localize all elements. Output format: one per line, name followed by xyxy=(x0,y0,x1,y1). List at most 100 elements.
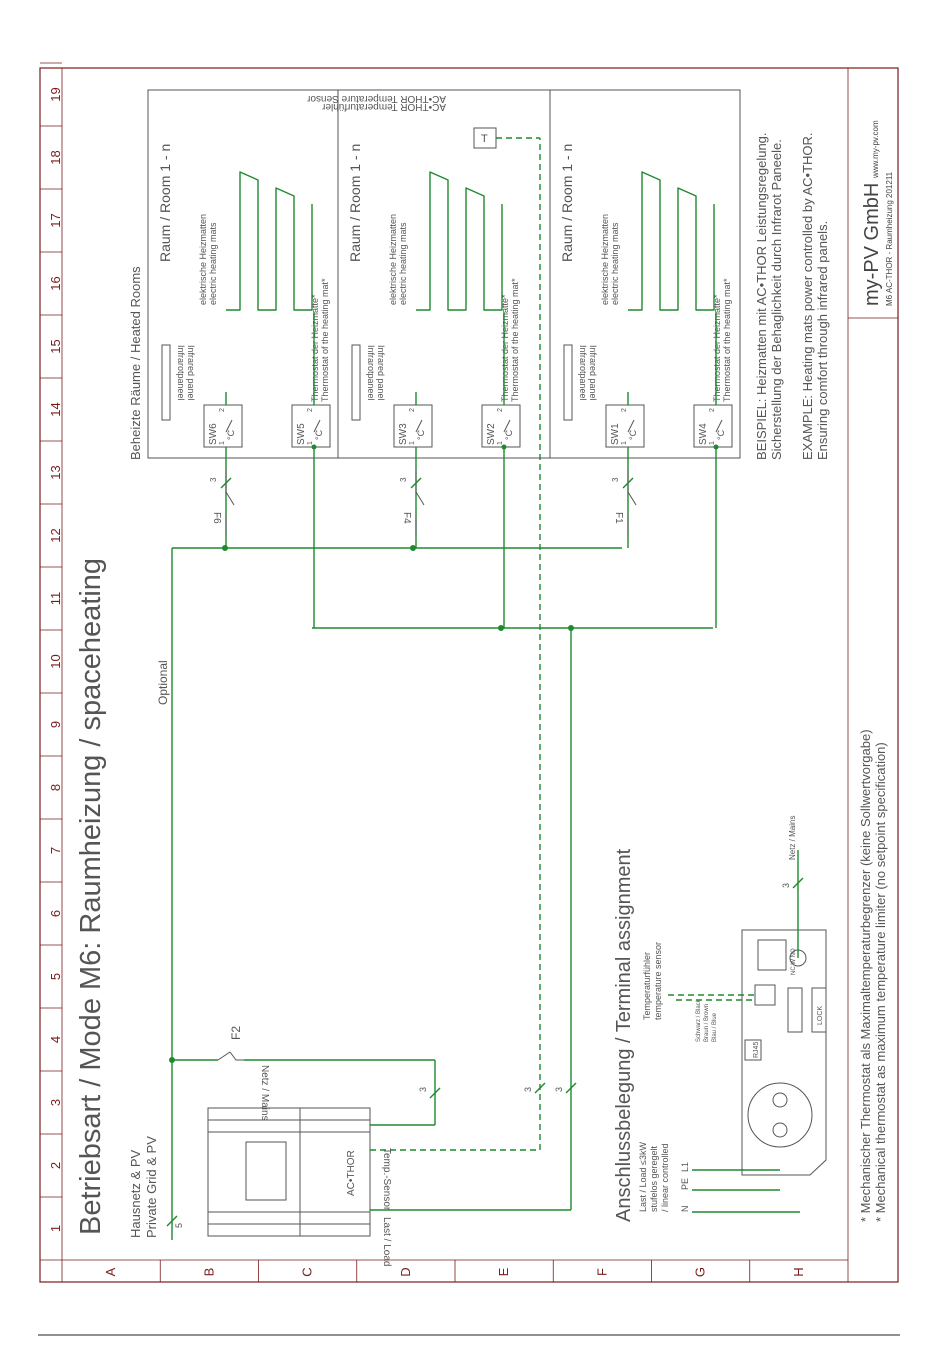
row-grid-label: B xyxy=(201,1268,216,1277)
thermostat-label-de: Thermostat der Heizmatte* xyxy=(712,294,722,402)
terminal-l1: L1 xyxy=(680,1162,690,1172)
load-riser-junction xyxy=(568,625,574,631)
switch-panel-pin1: 1 xyxy=(219,441,226,445)
acthor-device-label: AC•THOR xyxy=(346,1150,357,1196)
rooms-heading: Beheizte Räume / Heated Rooms xyxy=(128,266,143,460)
room-fuse-symbol xyxy=(415,470,425,535)
mat-switch-junction xyxy=(311,444,317,450)
column-grid-label: 11 xyxy=(48,592,63,606)
mains-label-top: Netz / Mains xyxy=(259,1065,270,1121)
column-grid-label: 14 xyxy=(48,402,63,416)
room-title: Raum / Room 1 - n xyxy=(559,144,575,262)
terminal-sensor-de: Temperaturfühler xyxy=(642,952,652,1020)
footnote-de: * Mechanischer Thermostat als Maximaltem… xyxy=(858,729,873,1222)
switch-panel-unit: °C xyxy=(226,429,236,440)
mats-label-de: elektrische Heizmatten xyxy=(388,214,398,305)
terminal-mains-tick xyxy=(792,877,804,889)
switch-mat-contact xyxy=(503,419,511,433)
example-en-line2: Ensuring comfort through infrared panels… xyxy=(815,221,830,460)
relay-label: NC W NO xyxy=(791,948,797,975)
switch-mat xyxy=(481,404,521,448)
thermostat-label-en: Thermostat of the heating mat* xyxy=(320,278,330,402)
terminal-load-2: stufelos geregelt xyxy=(649,1145,659,1212)
room-fuse-wire-tick xyxy=(220,477,232,489)
switch-panel xyxy=(203,404,243,448)
thermostat-label-en: Thermostat of the heating mat* xyxy=(722,278,732,402)
fuse-f2-symbol xyxy=(217,1051,244,1061)
terminal-pe: PE xyxy=(680,1178,690,1190)
terminal-load-1: Last / Load ≤3kW xyxy=(638,1142,648,1212)
switch-mat-unit: °C xyxy=(504,429,514,440)
switch-mat-unit: °C xyxy=(716,429,726,440)
switch-mat xyxy=(693,404,733,448)
column-grid-label: 13 xyxy=(48,465,63,479)
diagram-title: Betriebsart / Mode M6: Raumheizung / spa… xyxy=(75,558,107,1235)
mats-label-en: electric heating mats xyxy=(208,222,218,305)
room-title: Raum / Room 1 - n xyxy=(347,144,363,262)
column-grid-label: 4 xyxy=(48,1036,63,1043)
load-bus-junction xyxy=(498,625,504,631)
mat-switch-junction xyxy=(713,444,719,450)
room-sensor-de: AC•THOR Temperaturfühler xyxy=(321,101,446,112)
supply-wire-tick xyxy=(166,1215,178,1227)
row-grid-label: F xyxy=(594,1268,609,1276)
heating-mat xyxy=(416,171,503,311)
room-fuse-wire-count: 3 xyxy=(399,477,408,482)
room-fuse-wire-tick xyxy=(622,477,634,489)
color-blue: Blau / Blue xyxy=(712,1012,718,1042)
company-name: my-PV GmbH xyxy=(861,183,883,306)
column-grid-label: 3 xyxy=(48,1099,63,1106)
switch-mat-label: SW4 xyxy=(698,423,709,445)
switch-mat-contact xyxy=(715,419,723,433)
example-de-line2: Sicherstellung der Behaglichkeit durch I… xyxy=(769,139,784,460)
switch-panel-contact xyxy=(627,419,635,433)
example-en-line1: EXAMPLE: Heating mats power controlled b… xyxy=(800,132,815,460)
room-fuse-wire-tick xyxy=(410,477,422,489)
switch-panel-pin2: 2 xyxy=(409,408,416,412)
switch-panel-pin1: 1 xyxy=(409,441,416,445)
thermostat-label-en: Thermostat of the heating mat* xyxy=(510,278,520,402)
infrared-panel xyxy=(351,344,361,421)
load-wire-tick xyxy=(565,1082,577,1094)
column-grid-label: 5 xyxy=(48,973,63,980)
switch-mat-pin2: 2 xyxy=(307,408,314,412)
lock-label: LOCK xyxy=(817,1006,824,1025)
switch-panel-contact xyxy=(225,419,233,433)
switch-panel-pin1: 1 xyxy=(621,441,628,445)
optional-label: Optional xyxy=(156,660,170,705)
row-grid-label: H xyxy=(791,1267,806,1276)
footnote-en: * Mechanical thermostat as maximum tempe… xyxy=(873,742,888,1222)
switch-panel xyxy=(393,404,433,448)
terminal-load-3: / linear controlled xyxy=(660,1143,670,1212)
switch-panel-unit: °C xyxy=(628,429,638,440)
column-grid-label: 2 xyxy=(48,1162,63,1169)
acthor-device: AC•THOR xyxy=(207,1107,371,1237)
panel-label-de: Infrarotpaneel xyxy=(366,345,376,401)
temp-sensor-symbol: T xyxy=(481,133,488,145)
column-grid-label: 17 xyxy=(48,213,63,227)
terminal-mains-label: Netz / Mains xyxy=(788,816,797,860)
column-grid-label: 19 xyxy=(48,87,63,101)
thermostat-label-de: Thermostat der Heizmatte* xyxy=(310,294,320,402)
room-sensor-en: AC•THOR Temperature Sensor xyxy=(306,93,446,104)
mats-label-en: electric heating mats xyxy=(398,222,408,305)
mains-wire-tick xyxy=(429,1087,441,1099)
terminal-sensor-en: temperature sensor xyxy=(653,942,663,1020)
temp-wire-count: 3 xyxy=(523,1087,533,1092)
switch-mat-pin1: 1 xyxy=(709,441,716,445)
terminal-heading: Anschlussbelegung / Terminal assignment xyxy=(613,848,635,1222)
temp-sensor-box xyxy=(473,127,497,149)
panel-label-de: Infrarotpaneel xyxy=(176,345,186,401)
switch-panel xyxy=(605,404,645,448)
room-fuse-label: F1 xyxy=(613,512,624,524)
room-fuse-symbol xyxy=(627,470,637,535)
company-website: www.my-pv.com xyxy=(871,120,880,179)
supply-label-de: Hausnetz & PV xyxy=(128,1150,143,1238)
switch-mat-label: SW2 xyxy=(486,423,497,445)
mats-label-de: elektrische Heizmatten xyxy=(198,214,208,305)
terminal-n: N xyxy=(680,1206,690,1213)
